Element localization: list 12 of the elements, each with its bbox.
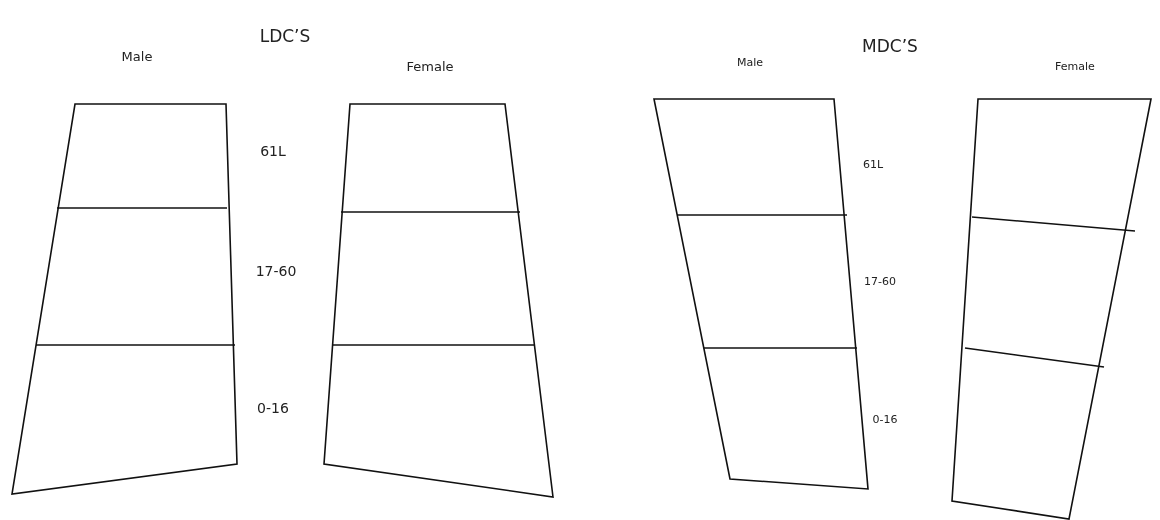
column-heading: Male	[121, 48, 153, 64]
age-label: 0-16	[257, 400, 289, 416]
age-label: 17-60	[864, 274, 896, 288]
column-heading: Male	[736, 55, 764, 69]
column-heading: Female	[1055, 59, 1095, 73]
age-label: 61L	[862, 157, 884, 171]
group-title: MDC’S	[862, 36, 918, 56]
age-label: 17-60	[255, 263, 297, 279]
group-title: LDC’S	[259, 26, 311, 46]
age-label: 0-16	[872, 412, 898, 426]
column-heading: Female	[406, 58, 454, 74]
age-label: 61L	[260, 143, 286, 159]
